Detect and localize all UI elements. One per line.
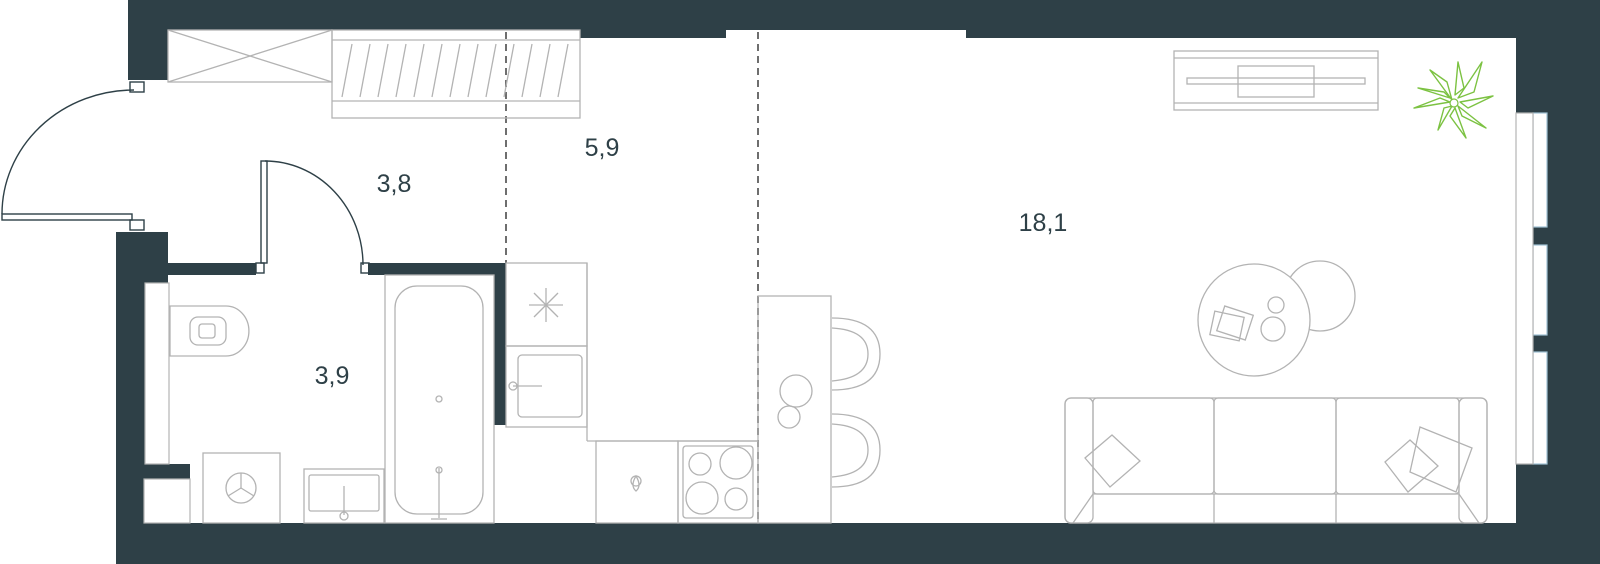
wall-bottom xyxy=(116,523,1600,564)
closet-box xyxy=(331,29,581,119)
window-middle xyxy=(1532,244,1548,336)
area-label-kitchen: 5,9 xyxy=(585,134,620,162)
cushion-1 xyxy=(1084,434,1141,488)
magazine-1 xyxy=(1209,310,1245,342)
plant-icon xyxy=(1413,61,1494,139)
chair-1 xyxy=(831,317,881,391)
chair-2 xyxy=(831,413,881,488)
sofa-arm-left xyxy=(1064,397,1094,524)
bathroom-door xyxy=(255,160,370,274)
burner-4 xyxy=(724,487,748,511)
door-jamb-bottom xyxy=(129,219,145,231)
wall-top xyxy=(128,0,1600,30)
cup-3 xyxy=(1267,296,1285,314)
kitchen-base-cabinet xyxy=(595,440,679,524)
area-label-hall: 3,8 xyxy=(377,170,412,198)
door-leaf xyxy=(1,213,133,221)
bath-niche-inset xyxy=(143,478,191,524)
sofa-arm-right xyxy=(1458,397,1488,524)
sofa-front-edge xyxy=(1072,493,1480,524)
entrance-door xyxy=(1,81,145,231)
wall-top-inner-left xyxy=(580,30,726,38)
area-label-living: 18,1 xyxy=(1019,209,1068,237)
bath-door-swing-arc xyxy=(264,160,364,266)
kitchen-counter xyxy=(505,262,759,524)
coffee-table xyxy=(1197,260,1356,377)
toilet xyxy=(169,305,250,357)
wall-hall-bath xyxy=(168,263,256,275)
cushion-2 xyxy=(1409,426,1473,493)
bathtub xyxy=(384,274,495,524)
dining-area xyxy=(757,295,881,524)
cooktop xyxy=(677,440,759,524)
burner-1 xyxy=(688,452,712,476)
washing-machine xyxy=(202,452,281,524)
area-label-bathroom: 3,9 xyxy=(315,362,350,390)
sofa-seat-1 xyxy=(1092,397,1215,495)
tv-unit xyxy=(1173,50,1379,111)
bath-door-jamb-left xyxy=(255,262,265,274)
closet-hangers xyxy=(341,43,569,98)
magazine-2 xyxy=(1215,305,1255,341)
window-sill xyxy=(1515,112,1534,465)
sofa-frame xyxy=(1064,397,1488,524)
wall-left-upper xyxy=(128,0,168,80)
window-upper xyxy=(1532,112,1548,228)
burner-2 xyxy=(719,446,753,480)
cup-2 xyxy=(777,405,801,429)
snowflake-icon xyxy=(529,288,563,322)
bath-door-jamb-right xyxy=(360,262,370,274)
windows xyxy=(1515,112,1548,465)
cup-1 xyxy=(779,374,813,408)
door-swing-arc xyxy=(1,89,135,215)
wall-bath-right xyxy=(494,263,506,425)
wardrobe xyxy=(167,29,333,83)
bath-door-leaf xyxy=(260,160,268,264)
coffee-table-top xyxy=(1197,263,1311,377)
wall-top-inner-right xyxy=(966,30,1516,38)
bath-left-wall-inset xyxy=(144,282,170,465)
wall-left-lower-step xyxy=(128,232,168,264)
sofa-seat-3 xyxy=(1335,397,1460,495)
bar-counter xyxy=(757,295,832,524)
sofa xyxy=(1064,397,1488,524)
burner-3 xyxy=(685,481,719,515)
closet-shelves xyxy=(331,29,581,119)
window-lower xyxy=(1532,351,1548,465)
door-jamb-top xyxy=(129,81,145,93)
sofa-seat-2 xyxy=(1213,397,1337,495)
wall-bath-top xyxy=(368,263,506,275)
walls xyxy=(116,0,1600,564)
tv xyxy=(1237,65,1315,98)
cup-4 xyxy=(1260,316,1286,342)
bathroom-sink xyxy=(303,468,385,524)
cushion-3 xyxy=(1384,439,1439,493)
